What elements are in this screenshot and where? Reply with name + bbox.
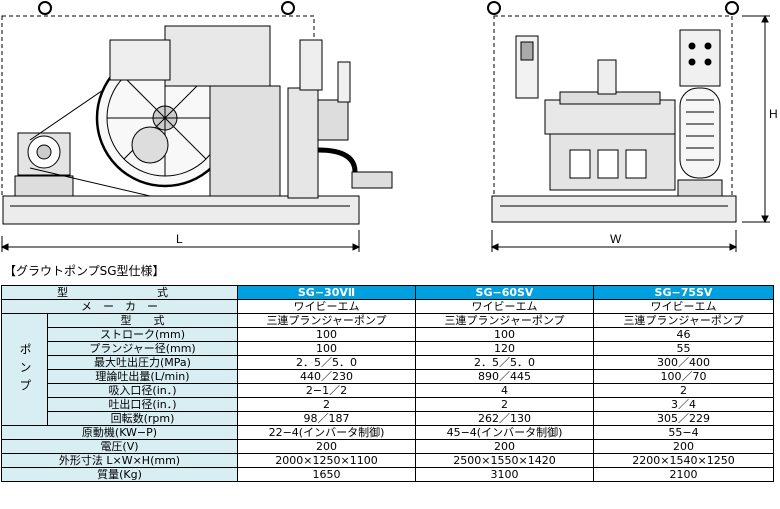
cell-value: 三連プランジャーポンプ	[415, 313, 594, 328]
cell-value: 1650	[237, 467, 416, 482]
cell-value: 55	[593, 341, 774, 356]
cell-value: 2．5／5．0	[415, 355, 594, 370]
maker-value: ワイビーエム	[237, 299, 416, 314]
model-name: SG−60SV	[415, 285, 594, 300]
cell-value: 100	[237, 327, 416, 342]
table-row: メ ー カ ー ワイビーエム ワイビーエム ワイビーエム	[1, 299, 774, 314]
cell-value: 22−4(インバータ制御)	[237, 425, 416, 440]
row-label: 外形寸法 L×W×H(mm)	[1, 453, 238, 468]
cell-value: 300／400	[593, 355, 774, 370]
model-name: SG−75SV	[593, 285, 774, 300]
table-row: 型 式 SG−30VⅡ SG−60SV SG−75SV	[1, 285, 774, 300]
cell-value: 120	[415, 341, 594, 356]
cell-value: 46	[593, 327, 774, 342]
side-view	[0, 1, 393, 252]
model-label: 型 式	[1, 285, 238, 300]
row-label: プランジャー径(mm)	[47, 341, 238, 356]
maker-value: ワイビーエム	[415, 299, 594, 314]
row-label: 最大吐出圧力(MPa)	[47, 355, 238, 370]
cell-value: 2000×1250×1100	[237, 453, 416, 468]
cell-value: 2	[415, 397, 594, 412]
cell-value: 4	[415, 383, 594, 398]
cell-value: 262／130	[415, 411, 594, 426]
table-row: ポンプ 型 式 三連プランジャーポンプ 三連プランジャーポンプ 三連プランジャー…	[1, 313, 774, 426]
table-row: 外形寸法 L×W×H(mm) 2000×1250×1100 2500×1550×…	[1, 453, 774, 468]
row-label: 型 式	[47, 313, 238, 328]
cell-value: 2200×1540×1250	[593, 453, 774, 468]
spec-table: 型 式 SG−30VⅡ SG−60SV SG−75SV メ ー カ ー ワイビー…	[1, 285, 774, 482]
cell-value: 三連プランジャーポンプ	[237, 313, 416, 328]
cell-value: 98／187	[237, 411, 416, 426]
table-row: プランジャー径(mm) 100 120 55	[2, 341, 774, 356]
row-label: 吐出口径(in．)	[47, 397, 238, 412]
cell-value: 2100	[593, 467, 774, 482]
cell-value: 2	[237, 397, 416, 412]
cell-value: 2．5／5．0	[237, 355, 416, 370]
model-name: SG−30VⅡ	[237, 285, 416, 300]
row-label: ストローク(mm)	[47, 327, 238, 342]
table-row: 吐出口径(in．) 2 2 3／4	[2, 397, 774, 412]
table-row: ストローク(mm) 100 100 46	[2, 327, 774, 342]
cell-value: 2−1／2	[237, 383, 416, 398]
cell-value: 45−4(インバータ制御)	[415, 425, 594, 440]
row-label: 吸入口径(in．)	[47, 383, 238, 398]
table-row: 理論吐出量(L/min) 440／230 890／445 100／70	[2, 369, 774, 384]
width-dimension-label: W	[610, 232, 622, 246]
length-dimension-label: L	[176, 232, 183, 246]
row-label: 原動機(KW−P)	[1, 425, 238, 440]
table-row: 質量(Kg) 1650 3100 2100	[1, 467, 774, 482]
table-row: 回転数(rpm) 98／187 262／130 305／229	[2, 411, 774, 426]
cell-value: 3100	[415, 467, 594, 482]
pump-group-label: ポンプ	[1, 313, 48, 426]
table-row: 電圧(V) 200 200 200	[1, 439, 774, 454]
spec-title: 【グラウトポンプSG型仕様】	[4, 264, 165, 278]
cell-value: 100	[415, 327, 594, 342]
cell-value: 440／230	[237, 369, 416, 384]
table-row: 吸入口径(in．) 2−1／2 4 2	[2, 383, 774, 398]
cell-value: 三連プランジャーポンプ	[593, 313, 774, 328]
row-label: 電圧(V)	[1, 439, 238, 454]
cell-value: 200	[237, 439, 416, 454]
cell-value: 2500×1550×1420	[415, 453, 594, 468]
cell-value: 890／445	[415, 369, 594, 384]
cell-value: 55−4	[593, 425, 774, 440]
front-view	[487, 1, 770, 252]
cell-value: 200	[593, 439, 774, 454]
maker-label: メ ー カ ー	[1, 299, 238, 314]
table-row: 原動機(KW−P) 22−4(インバータ制御) 45−4(インバータ制御) 55…	[1, 425, 774, 440]
row-label: 質量(Kg)	[1, 467, 238, 482]
table-row: 最大吐出圧力(MPa) 2．5／5．0 2．5／5．0 300／400	[2, 355, 774, 370]
maker-value: ワイビーエム	[593, 299, 774, 314]
cell-value: 2	[593, 383, 774, 398]
row-label: 回転数(rpm)	[47, 411, 238, 426]
cell-value: 100	[237, 341, 416, 356]
cell-value: 3／4	[593, 397, 774, 412]
cell-value: 100／70	[593, 369, 774, 384]
pump-technical-drawing: L	[0, 1, 778, 252]
cell-value: 305／229	[593, 411, 774, 426]
height-dimension-label: H	[769, 107, 778, 121]
cell-value: 200	[415, 439, 594, 454]
row-label: 理論吐出量(L/min)	[47, 369, 238, 384]
